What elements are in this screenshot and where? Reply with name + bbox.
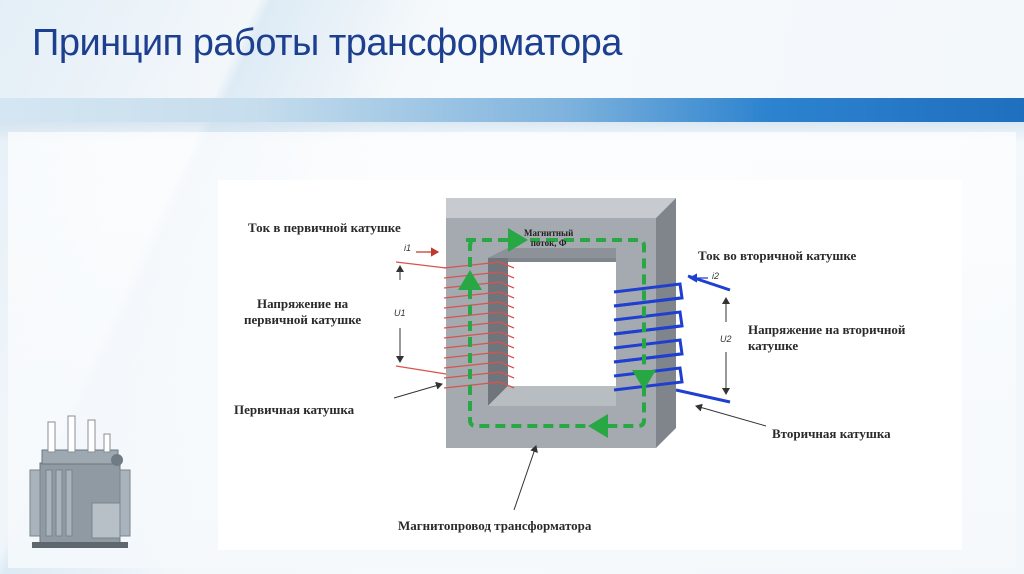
label-i1: i1 — [404, 243, 412, 253]
transformer-photo-image — [29, 415, 131, 548]
label-primary-voltage: Напряжение на первичной катушке — [244, 296, 362, 327]
label-u1: U1 — [394, 308, 406, 318]
label-secondary-voltage: Напряжение на вторичной катушке — [748, 322, 906, 353]
core-side-face — [656, 198, 676, 448]
transformer-diagram: Ток в первичной катушке i1 Напряжение на… — [218, 180, 962, 550]
label-primary-current: Ток в первичной катушке — [248, 220, 401, 235]
slide-title: Принцип работы трансформатора — [32, 22, 622, 64]
primary-coil-pointer — [393, 381, 443, 399]
label-magnetic-flux: Магнитный поток, Ф — [524, 228, 574, 248]
label-magnetic-core: Магнитопровод трансформатора — [398, 518, 592, 533]
header-band — [0, 98, 1024, 122]
label-secondary-coil: Вторичная катушка — [772, 426, 891, 441]
secondary-coil-pointer — [695, 403, 767, 427]
core-pointer — [513, 445, 538, 511]
label-i2: i2 — [712, 271, 720, 281]
label-primary-coil: Первичная катушка — [234, 402, 355, 417]
label-secondary-current: Ток во вторичной катушке — [698, 248, 857, 263]
label-u2: U2 — [720, 334, 732, 344]
core-top-face — [446, 198, 676, 218]
